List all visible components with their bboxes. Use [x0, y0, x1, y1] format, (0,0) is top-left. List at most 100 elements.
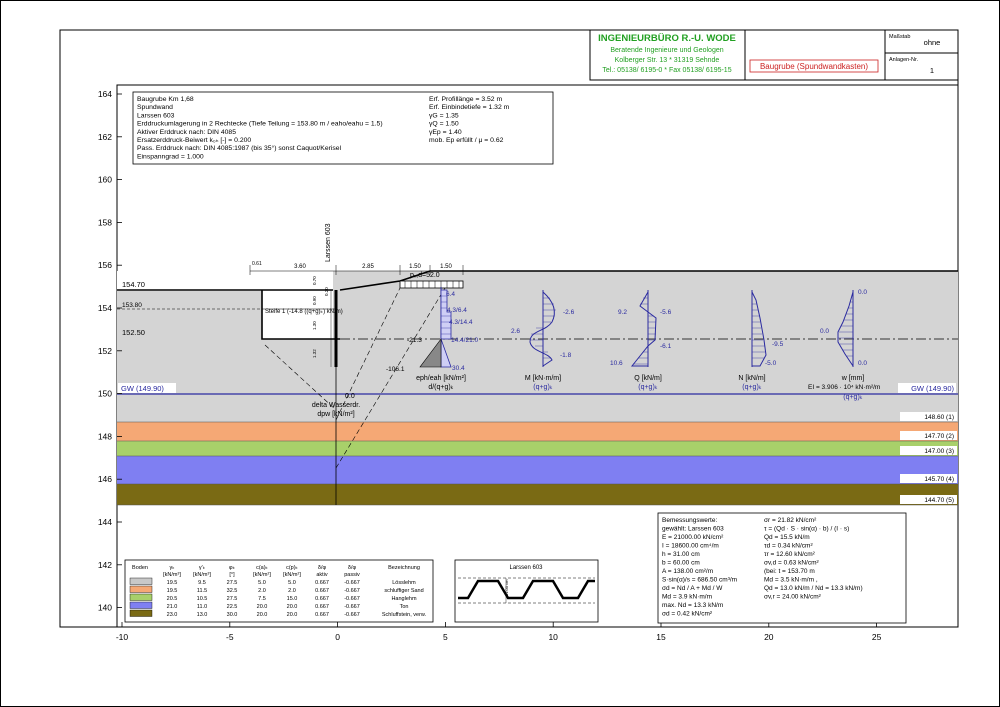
soil-table-unit: [°]: [229, 572, 235, 578]
layer-level-label: 147.00 (3): [924, 448, 954, 455]
ei-label: EI = 3.906 · 10⁴ kN·m²/m: [808, 384, 880, 391]
design-line: max. Nd = 13.3 kN/m: [662, 602, 723, 609]
soil-table-cell: 23.0: [167, 612, 178, 618]
earth-value-5: -21.3: [407, 337, 422, 344]
design-line: E = 21000.00 kN/cm²: [662, 534, 724, 541]
y-tick-label: 158: [98, 217, 112, 227]
earth-value-2: 4.3/6.4: [447, 307, 467, 314]
soil-table-unit: passiv: [344, 572, 360, 578]
y-tick-label: 148: [98, 431, 112, 441]
soil-table-header: δ/φ: [318, 565, 327, 571]
surcharge-label: pᵥ,d=52.0: [410, 272, 440, 279]
water-pressure-value: 0.0: [345, 393, 355, 400]
deflection-diagram: 0.0 0.0 0.0 w [mm] EI = 3.906 · 10⁴ kN·m…: [808, 289, 880, 401]
profile-dim: 31.00 cm: [504, 579, 509, 596]
soil-layer-3: [117, 441, 958, 456]
soil-table-cell: 11.0: [197, 604, 207, 610]
normal-label-2: (q+g)ₖ: [742, 384, 762, 391]
layer-level-label: 148.60 (1): [924, 414, 954, 421]
soil-color-swatch: [129, 593, 153, 601]
x-tick-label: -10: [116, 632, 129, 642]
info-line: Spundwand: [137, 104, 173, 111]
moment-diagram: -2.6 2.6 -1.8 M [kN·m/m] (q+g)ₖ: [511, 290, 575, 391]
soil-table-header: γₖ: [169, 565, 174, 571]
dim-1-32: 1.32: [312, 349, 317, 358]
soil-table-cell: 21.0: [167, 604, 178, 610]
sheet-pile-profile: Larssen 603 31.00 cm: [454, 559, 599, 623]
soil-color-swatch: [129, 585, 153, 593]
soil-table-unit: aktiv: [316, 572, 328, 578]
water-pressure-label-2: dpw [kN/m²]: [317, 411, 354, 418]
soil-layer-1: [117, 271, 958, 422]
soil-layer-2: [117, 422, 958, 441]
soil-table-cell: 20.0: [287, 604, 298, 610]
water-pressure-label-1: delta Wasserdr.: [312, 402, 360, 409]
moment-label-2: (q+g)ₖ: [533, 384, 553, 391]
x-tick-label: 20: [764, 632, 774, 642]
moment-value-2: 2.6: [511, 328, 520, 335]
shear-value-4: 10.6: [610, 360, 623, 367]
y-tick-label: 150: [98, 389, 112, 399]
deflection-label-2: (q+g)ₖ: [843, 394, 863, 401]
y-tick-label: 162: [98, 132, 112, 142]
soil-table-cell: 27.5: [227, 580, 238, 586]
soil-table-header: c(a)ₖ: [256, 565, 268, 571]
earth-value-6: 30.4: [452, 365, 465, 372]
design-line: σd = 0.42 kN/cm²: [662, 611, 713, 618]
normal-force-diagram: -9.5 -5.0 N [kN/m] (q+g)ₖ: [738, 290, 784, 391]
layer-level-label: 145.70 (4): [924, 476, 954, 483]
gw-label-right: GW (149.90): [911, 384, 954, 393]
dim-0-61: 0.61: [252, 261, 262, 267]
earth-pressure-diagram: 6.4 4.3/6.4 4.3/14.4 14.4/21.0 -21.3 30.…: [386, 287, 478, 391]
soil-color-swatch: [129, 577, 153, 585]
earth-value-7: -106.1: [386, 366, 405, 373]
design-line-right: Md = 3.5 kN·m/m ,: [764, 577, 818, 584]
moment-value-1: -2.6: [563, 309, 575, 316]
company-subtitle: Beratende Ingenieure und Geologen: [610, 47, 723, 54]
design-line-right: τr = 12.60 kN/cm²: [764, 551, 816, 558]
design-line: gewählt: Larssen 603: [662, 526, 724, 533]
design-line-right: Qd = 13.0 kN/m / Nd = 13.3 kN/m): [764, 585, 863, 592]
normal-value-2: -5.0: [765, 360, 777, 367]
level-labels: 154.70 153.80 152.50 GW (149.90) GW (149…: [117, 280, 957, 504]
soil-table-cell: 27.5: [227, 596, 238, 602]
design-line: S·sin(α)/s = 686.50 cm³/m: [662, 577, 737, 584]
soil-table-cell: 20.0: [257, 612, 268, 618]
annex-label: Anlagen-Nr.: [889, 57, 919, 63]
earth-value-1: 6.4: [446, 291, 455, 298]
soil-table-cell: -0.667: [344, 604, 360, 610]
profile-label: Larssen 603: [509, 565, 543, 571]
soil-table-cell: 2.0: [258, 588, 266, 594]
y-tick-label: 154: [98, 303, 112, 313]
x-tick-label: 5: [443, 632, 448, 642]
project-title-box: [749, 59, 879, 73]
info-line-right: γG = 1.35: [429, 112, 459, 119]
info-line-right: γQ = 1.50: [429, 121, 459, 128]
dim-1-50-a: 1.50: [409, 264, 421, 270]
soil-color-swatch: [129, 601, 153, 609]
design-line-right: σr = 21.82 kN/cm²: [764, 517, 817, 524]
y-tick-label: 160: [98, 175, 112, 185]
soil-table-cell: 0.667: [315, 596, 329, 602]
dim-1-30: 1.30: [312, 321, 317, 330]
design-line: b = 60.00 cm: [662, 560, 700, 567]
project-title: Baugrube (Spundwandkasten): [760, 62, 868, 71]
soil-table-cell: 9.5: [198, 580, 206, 586]
info-line: Pass. Erddruck nach: DIN 4085:1987 (bis …: [137, 144, 342, 152]
level-excavation: 152.50: [122, 328, 145, 337]
soil-profile: [117, 270, 958, 506]
info-line: Baugrube Km 1,68: [137, 96, 194, 103]
soil-table-cell: -0.667: [344, 588, 360, 594]
info-line: Aktiver Erddruck nach: DIN 4085: [137, 129, 236, 136]
dim-0-20: 0.20: [324, 287, 329, 296]
soil-table-header: Boden: [132, 565, 148, 571]
soil-table-unit: [kN/m³]: [193, 572, 211, 578]
normal-value-1: -9.5: [772, 341, 784, 348]
earth-value-3: 4.3/14.4: [449, 319, 473, 326]
x-tick-label: -5: [226, 632, 234, 642]
